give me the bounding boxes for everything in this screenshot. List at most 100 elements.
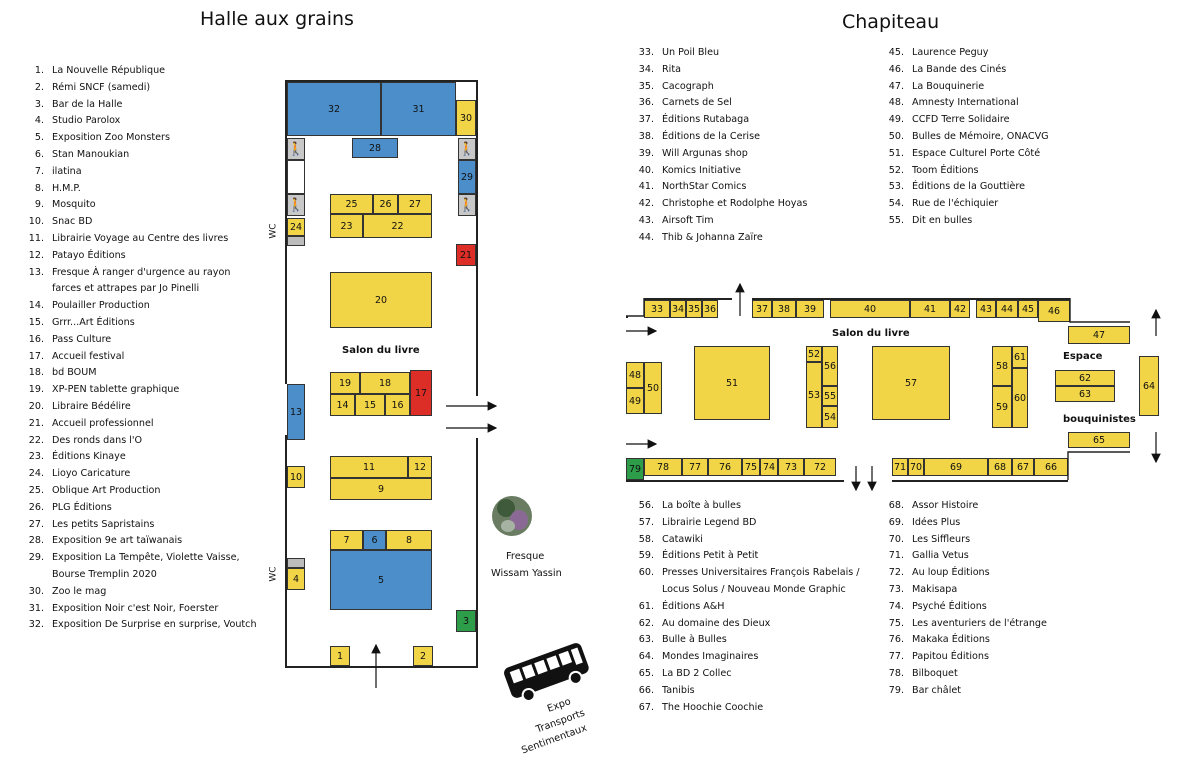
chap-stand-55[interactable]: 55 <box>822 386 838 406</box>
chap-stand-35[interactable]: 35 <box>686 300 702 318</box>
chap-stand-39[interactable]: 39 <box>796 300 824 318</box>
halle-stand-1[interactable]: 1 <box>330 646 350 666</box>
legend-item-text: Dit en bulles <box>912 214 973 226</box>
chap-stand-44[interactable]: 44 <box>996 300 1018 318</box>
legend-item-text: Éditions A&H <box>662 600 725 612</box>
legend-item: 63.Bulle à Bulles <box>630 632 860 649</box>
halle-stand-20[interactable]: 20 <box>330 272 432 328</box>
halle-stand-30[interactable]: 30 <box>456 100 476 136</box>
chap-stand-50[interactable]: 50 <box>644 362 662 414</box>
chap-stand-74[interactable]: 74 <box>760 458 778 476</box>
chap-stand-36[interactable]: 36 <box>702 300 718 318</box>
chap-stand-37[interactable]: 37 <box>752 300 772 318</box>
chap-stand-43[interactable]: 43 <box>976 300 996 318</box>
chap-stand-49[interactable]: 49 <box>626 388 644 414</box>
halle-stand-3[interactable]: 3 <box>456 610 476 632</box>
chap-stand-71[interactable]: 71 <box>892 458 908 476</box>
halle-stand-17[interactable]: 17 <box>410 370 432 416</box>
chap-stand-45[interactable]: 45 <box>1018 300 1038 318</box>
halle-stand-15[interactable]: 15 <box>355 394 385 416</box>
halle-stand-5[interactable]: 5 <box>330 550 432 610</box>
legend-item-number: 12. <box>28 249 44 261</box>
chap-stand-68[interactable]: 68 <box>988 458 1012 476</box>
halle-stand-27[interactable]: 27 <box>398 194 432 214</box>
chap-stand-66[interactable]: 66 <box>1034 458 1068 476</box>
halle-stand-31[interactable]: 31 <box>381 82 456 136</box>
halle-stand-8[interactable]: 8 <box>386 530 432 550</box>
chap-stand-38[interactable]: 38 <box>772 300 796 318</box>
chap-stand-67[interactable]: 67 <box>1012 458 1034 476</box>
chap-stand-60[interactable]: 60 <box>1012 368 1028 428</box>
legend-item-number: 58. <box>638 533 654 545</box>
chap-stand-59[interactable]: 59 <box>992 386 1012 428</box>
legend-item: 52.Toom Éditions <box>880 163 1049 180</box>
chap-stand-46[interactable]: 46 <box>1038 300 1070 322</box>
halle-stand-24[interactable]: 24 <box>287 218 305 236</box>
chap-stand-75[interactable]: 75 <box>742 458 760 476</box>
chap-stand-40[interactable]: 40 <box>830 300 910 318</box>
halle-stand-7[interactable]: 7 <box>330 530 363 550</box>
halle-stand-6[interactable]: 6 <box>363 530 386 550</box>
legend-item-text: Rue de l'échiquier <box>912 198 999 210</box>
legend-item: 51.Espace Culturel Porte Côté <box>880 146 1049 163</box>
chap-stand-48[interactable]: 48 <box>626 362 644 388</box>
legend-item: 3.Bar de la Halle <box>20 97 257 114</box>
chap-stand-34[interactable]: 34 <box>670 300 686 318</box>
chap-stand-42[interactable]: 42 <box>950 300 970 318</box>
chap-stand-65[interactable]: 65 <box>1068 432 1130 448</box>
chap-stand-72[interactable]: 72 <box>804 458 836 476</box>
legend-item: 74.Psyché Éditions <box>880 599 1047 616</box>
halle-stand-2[interactable]: 2 <box>413 646 433 666</box>
halle-stand-12[interactable]: 12 <box>408 456 432 478</box>
halle-stand-25[interactable]: 25 <box>330 194 373 214</box>
halle-stand-13[interactable]: 13 <box>287 384 305 440</box>
halle-stand-21[interactable]: 21 <box>456 244 476 266</box>
halle-stand-28[interactable]: 28 <box>352 138 398 158</box>
legend-item-text: Exposition Zoo Monsters <box>52 132 170 144</box>
halle-stand-22[interactable]: 22 <box>363 214 432 238</box>
legend-item-number: 54. <box>888 198 904 210</box>
chap-stand-47[interactable]: 47 <box>1068 326 1130 344</box>
halle-stand-18[interactable]: 18 <box>360 372 410 394</box>
chap-stand-41[interactable]: 41 <box>910 300 950 318</box>
chap-stand-69[interactable]: 69 <box>924 458 988 476</box>
halle-stand-29[interactable]: 29 <box>458 160 476 194</box>
chap-stand-70[interactable]: 70 <box>908 458 924 476</box>
chap-stand-73[interactable]: 73 <box>778 458 804 476</box>
halle-stand-10[interactable]: 10 <box>287 466 305 488</box>
chap-stand-63[interactable]: 63 <box>1055 386 1115 402</box>
legend-item-text: H.M.P. <box>52 182 81 194</box>
chap-stand-53[interactable]: 53 <box>806 362 822 428</box>
halle-stand-26[interactable]: 26 <box>373 194 398 214</box>
legend-item-number: 62. <box>638 617 654 629</box>
halle-stand-4[interactable]: 4 <box>287 568 305 590</box>
chap-stand-78[interactable]: 78 <box>644 458 682 476</box>
chap-stand-76[interactable]: 76 <box>708 458 742 476</box>
halle-stand-11[interactable]: 11 <box>330 456 408 478</box>
halle-stand-19[interactable]: 19 <box>330 372 360 394</box>
legend-item-number: 26. <box>28 501 44 513</box>
chap-stand-33[interactable]: 33 <box>644 300 670 318</box>
legend-item-text: Locus Solus / Nouveau Monde Graphic <box>662 583 846 595</box>
halle-stand-16[interactable]: 16 <box>385 394 410 416</box>
halle-stand-9[interactable]: 9 <box>330 478 432 500</box>
chap-stand-77[interactable]: 77 <box>682 458 708 476</box>
legend-item-number: 34. <box>638 63 654 75</box>
chap-stand-57[interactable]: 57 <box>872 346 950 420</box>
chap-stand-56[interactable]: 56 <box>822 346 838 386</box>
chap-stand-52[interactable]: 52 <box>806 346 822 362</box>
chap-stand-61[interactable]: 61 <box>1012 346 1028 368</box>
legend-item: 43.Airsoft Tim <box>630 213 807 230</box>
chap-stand-58[interactable]: 58 <box>992 346 1012 386</box>
halle-stand-14[interactable]: 14 <box>330 394 355 416</box>
chap-stand-79[interactable]: 79 <box>626 458 644 480</box>
chap-stand-54[interactable]: 54 <box>822 406 838 428</box>
halle-stand-23[interactable]: 23 <box>330 214 363 238</box>
halle-wall-top <box>285 80 478 82</box>
chap-stand-51[interactable]: 51 <box>694 346 770 420</box>
legend-item-text: Les petits Sapristains <box>52 518 155 530</box>
legend-item-text: Airsoft Tim <box>662 214 714 226</box>
chap-stand-64[interactable]: 64 <box>1139 356 1159 416</box>
chap-stand-62[interactable]: 62 <box>1055 370 1115 386</box>
halle-stand-32[interactable]: 32 <box>287 82 381 136</box>
